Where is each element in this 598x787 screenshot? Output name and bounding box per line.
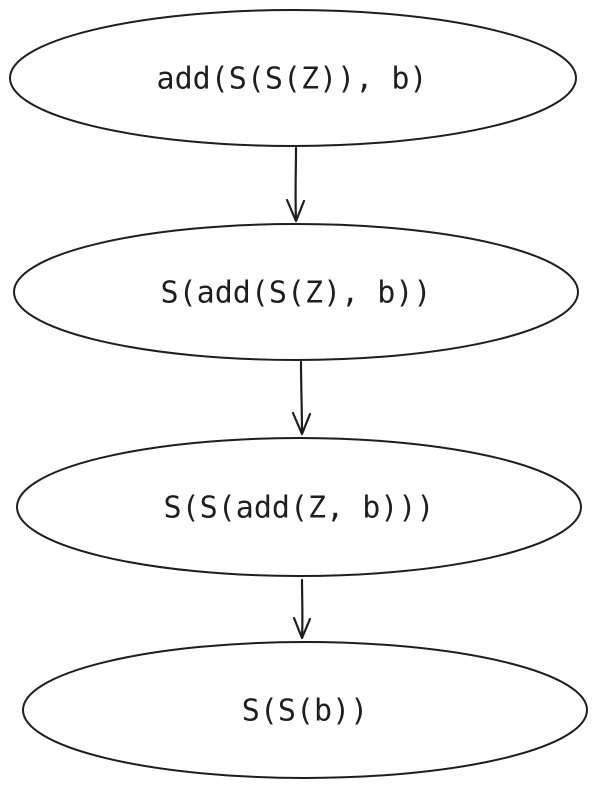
node-ellipse (16, 437, 582, 577)
edge-n1-n2 (285, 146, 306, 223)
node-ellipse (22, 641, 588, 779)
arrow-head (291, 411, 312, 436)
edge-n3-n4 (292, 578, 312, 640)
node-label: S(add(S(Z), b)) (161, 276, 432, 311)
node-label: S(S(b)) (242, 694, 368, 729)
node-n1: add(S(S(Z)), b) (9, 9, 577, 147)
node-ellipse (13, 223, 579, 361)
node-n3: S(S(add(Z, b))) (16, 437, 582, 577)
arrow-head (285, 198, 306, 223)
node-n2: S(add(S(Z), b)) (13, 223, 579, 361)
edge-n2-n3 (291, 360, 312, 436)
edge-line (299, 360, 304, 435)
node-ellipse (9, 9, 577, 147)
node-n4: S(S(b)) (22, 641, 588, 779)
node-label: S(S(add(Z, b))) (164, 491, 435, 526)
node-label: add(S(S(Z)), b) (157, 62, 428, 97)
arrow-head (292, 616, 312, 640)
